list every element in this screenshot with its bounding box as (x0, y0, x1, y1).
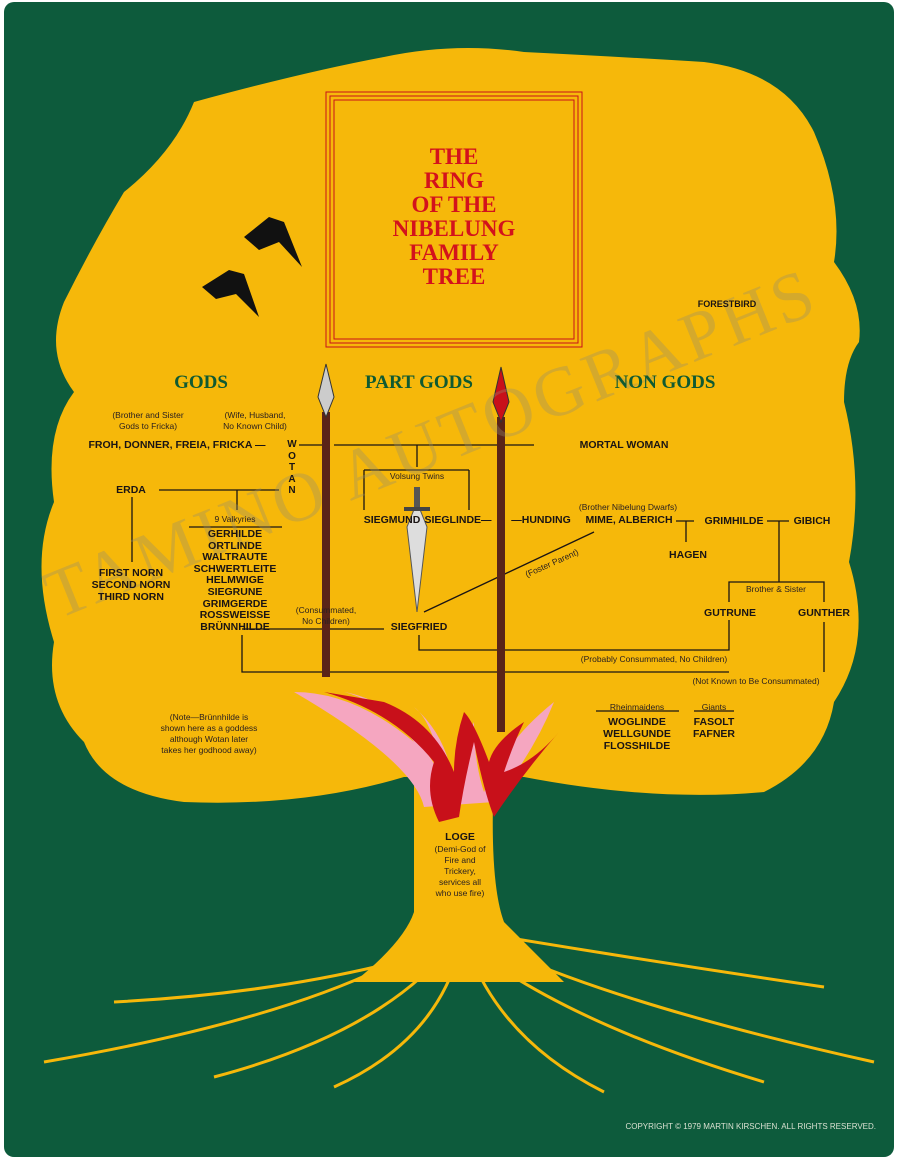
spear-icon-right (492, 366, 510, 732)
heading-non-gods: NON GODS (614, 372, 716, 393)
hagen: HAGEN (669, 549, 707, 561)
heading-gods: GODS (174, 372, 228, 393)
valkyries-label: 9 Valkyries (214, 514, 256, 524)
tree-trunk (354, 772, 564, 982)
volsung-twins-label: Volsung Twins (389, 471, 445, 481)
gutrune: GUTRUNE (704, 607, 756, 619)
mortal-woman: MORTAL WOMAN (579, 439, 669, 451)
note-not-known: (Not Known to Be Consummated) (692, 676, 820, 686)
forestbird-label: FORESTBIRD (697, 299, 757, 309)
note-probably-consummated: (Probably Consummated, No Children) (580, 654, 728, 664)
gibich: GIBICH (793, 515, 831, 527)
giants-label: Giants (701, 702, 727, 712)
fire-icon (294, 692, 559, 822)
poster: TAMINO AUTOGRAPHS THE RING OF THE NIBELU… (4, 2, 894, 1157)
note-nibelung: (Brother Nibelung Dwarfs) (578, 502, 678, 512)
gods-group: FROH, DONNER, FREIA, FRICKA — (88, 439, 266, 451)
erda: ERDA (116, 484, 146, 496)
mime-alberich: MIME, ALBERICH (585, 514, 673, 526)
siegfried: SIEGFRIED (390, 621, 448, 633)
music-staff-border (325, 91, 583, 348)
spear-icon-left (317, 363, 335, 677)
note-wife-husband: (Wife, Husband,No Known Child) (223, 410, 287, 431)
heading-part-gods: PART GODS (365, 372, 473, 393)
tree-artwork (41, 48, 875, 1094)
hunding: —HUNDING (511, 514, 571, 526)
poster-title: THE RING OF THE NIBELUNG FAMILY TREE (393, 145, 516, 289)
grimhilde: GRIMHILDE (704, 515, 764, 527)
title-line: OF THE (411, 192, 497, 217)
title-line: TREE (422, 264, 486, 289)
ravens-icon (202, 217, 302, 317)
note-brother-sister-gibichungs: Brother & Sister (746, 584, 806, 594)
siegmund: SIEGMUND (363, 514, 421, 526)
loge: LOGE (445, 831, 475, 843)
title-line: FAMILY (409, 240, 499, 265)
note-consummated: (Consummated,No Children) (295, 605, 357, 626)
title-line: RING (423, 168, 485, 193)
title-line: NIBELUNG (392, 216, 516, 241)
tree-roots (43, 930, 875, 1094)
sword-icon (404, 487, 430, 613)
rheinmaidens-label: Rheinmaidens (609, 702, 665, 712)
gunther: GUNTHER (798, 607, 850, 619)
title-line: THE (429, 144, 479, 169)
sieglinde: SIEGLINDE— (424, 514, 492, 526)
family-lines (131, 444, 825, 712)
copyright: COPYRIGHT © 1979 MARTIN KIRSCHEN. ALL RI… (625, 1122, 876, 1131)
